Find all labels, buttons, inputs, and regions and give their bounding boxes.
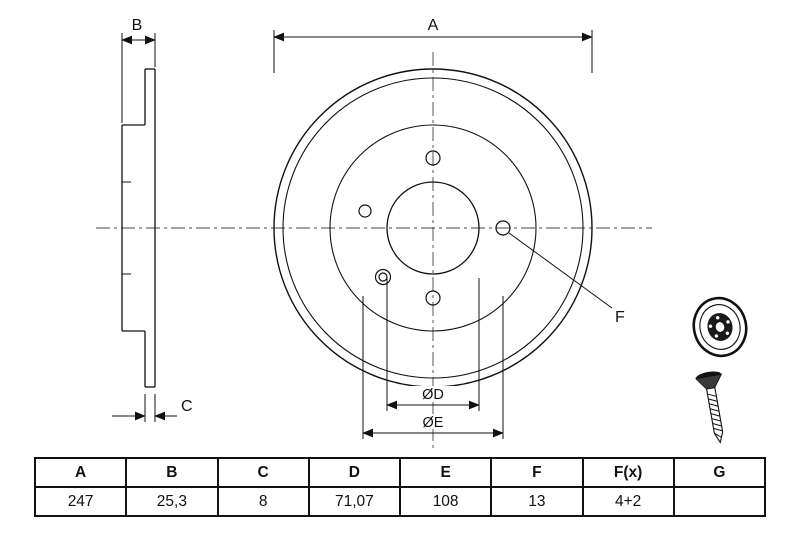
dimension-table: A B C D E F F(x) G 247 25,3 8 71,07 108 … [33, 457, 767, 517]
col-header-d: D [307, 457, 402, 488]
label-mask-e [411, 414, 455, 429]
dim-label-b: B [132, 17, 143, 34]
dim-label-e: ØE [423, 415, 444, 431]
col-header-g: G [672, 457, 767, 488]
value-d: 71,07 [307, 486, 402, 517]
col-header-b: B [125, 457, 219, 488]
value-e: 108 [398, 486, 493, 517]
value-fx: 4+2 [581, 486, 675, 517]
dimension-a [273, 30, 593, 73]
table-header-row: A B C D E F F(x) G [33, 457, 767, 488]
disc-side-view [121, 68, 156, 388]
dimension-b [121, 33, 156, 123]
dim-label-c: C [181, 398, 193, 415]
table-value-row: 247 25,3 8 71,07 108 13 4+2 [33, 486, 767, 517]
dim-label-d: ØD [422, 387, 444, 403]
value-b: 25,3 [125, 486, 219, 517]
col-header-e: E [398, 457, 493, 488]
countersunk-screw-icon [694, 371, 724, 444]
col-header-fx: F(x) [581, 457, 675, 488]
value-a: 247 [33, 486, 128, 517]
col-header-f: F [490, 457, 584, 488]
value-c: 8 [216, 486, 310, 517]
brake-disc-3d-icon [692, 296, 748, 358]
value-g [672, 486, 767, 517]
dim-label-a: A [428, 17, 439, 34]
dimension-c [112, 394, 177, 422]
leader-f [508, 232, 613, 309]
dim-label-f: F [615, 309, 625, 326]
col-header-c: C [216, 457, 310, 488]
col-header-a: A [33, 457, 128, 488]
dimension-e [362, 296, 504, 439]
label-mask-d [411, 386, 455, 401]
centerlines [96, 52, 652, 448]
bolt-holes [358, 150, 511, 306]
dimension-d [386, 278, 480, 411]
drawing-canvas: A B C ØD ØE F [96, 17, 748, 448]
technical-drawing: A B C ØD ØE F [96, 17, 748, 448]
value-f: 13 [490, 486, 584, 517]
